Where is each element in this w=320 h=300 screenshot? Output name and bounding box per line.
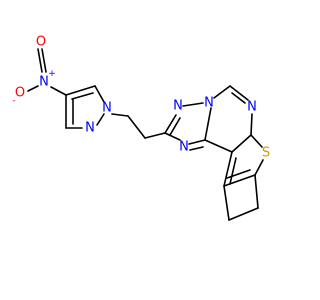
atom-n-pyrazole-1: N xyxy=(102,101,112,116)
bond-ch2-c2 xyxy=(144,132,166,139)
bond-n1-ch2 xyxy=(111,113,129,117)
atom-n-triazole-3: N xyxy=(173,99,183,114)
bond-n3-n1 xyxy=(182,102,204,107)
bond-c8a-n4-double xyxy=(189,146,204,151)
atom-labels: O O - N + N N N N N N S xyxy=(12,35,270,161)
atom-o-left: O xyxy=(15,86,25,101)
bond-c7a-c10a xyxy=(223,174,256,187)
atom-n-triazole-1: N xyxy=(204,96,214,111)
bond-n1-n2 xyxy=(96,113,105,126)
bond-c6a-s xyxy=(250,134,263,148)
bond-c5-n1 xyxy=(94,85,105,103)
bond-n1-c5 xyxy=(213,85,231,99)
bond-no-top-double-a xyxy=(37,48,43,73)
bond-c10b-c8a xyxy=(204,139,233,153)
bond-s-c7a xyxy=(254,159,264,176)
bond-c2-n3-double xyxy=(169,117,181,136)
bond-c10a-c10b-inner xyxy=(229,157,237,185)
bond-c5-n6-double xyxy=(231,92,246,104)
bond-n-c4 xyxy=(50,86,67,96)
bond-c7a-c10a-inner xyxy=(226,169,251,179)
bond-no-left xyxy=(27,85,39,92)
bond-c8a-n4 xyxy=(188,139,206,145)
bond-c10a-c10b xyxy=(223,151,233,187)
bond-ch2-ch2-ring xyxy=(228,207,259,221)
bond-no-top-double-b xyxy=(41,48,47,73)
atom-o-top: O xyxy=(36,35,46,50)
bond-c4c5-inner xyxy=(71,92,94,100)
bond-n6-c6a xyxy=(250,113,253,136)
bond-ch2-c10a xyxy=(223,185,230,221)
bond-c6a-c10b xyxy=(231,134,252,153)
molecule-canvas: O O - N + N N N N N N S xyxy=(12,35,270,221)
bond-n4-c2 xyxy=(164,132,181,141)
charge-plus: + xyxy=(48,69,56,79)
bond-n1-c8a xyxy=(204,107,212,141)
atom-n-triazole-4: N xyxy=(179,140,189,155)
bond-c2-n3 xyxy=(164,114,177,134)
bond-c5-n6 xyxy=(229,85,249,101)
charge-minus: - xyxy=(12,96,15,106)
bond-c4-c5 xyxy=(65,85,96,96)
bond-ch2-ch2 xyxy=(127,115,146,139)
structure-diagram: O O - N + N N N N N N S xyxy=(12,35,270,221)
atom-n-nitro: N xyxy=(39,75,49,90)
atom-s-thiophene: S xyxy=(262,146,270,161)
bond-c7a-ch2 xyxy=(254,174,259,209)
atom-n-pyrazole-2: N xyxy=(85,121,95,136)
atom-n-pyrimidine: N xyxy=(247,100,257,115)
bonds xyxy=(27,48,264,221)
